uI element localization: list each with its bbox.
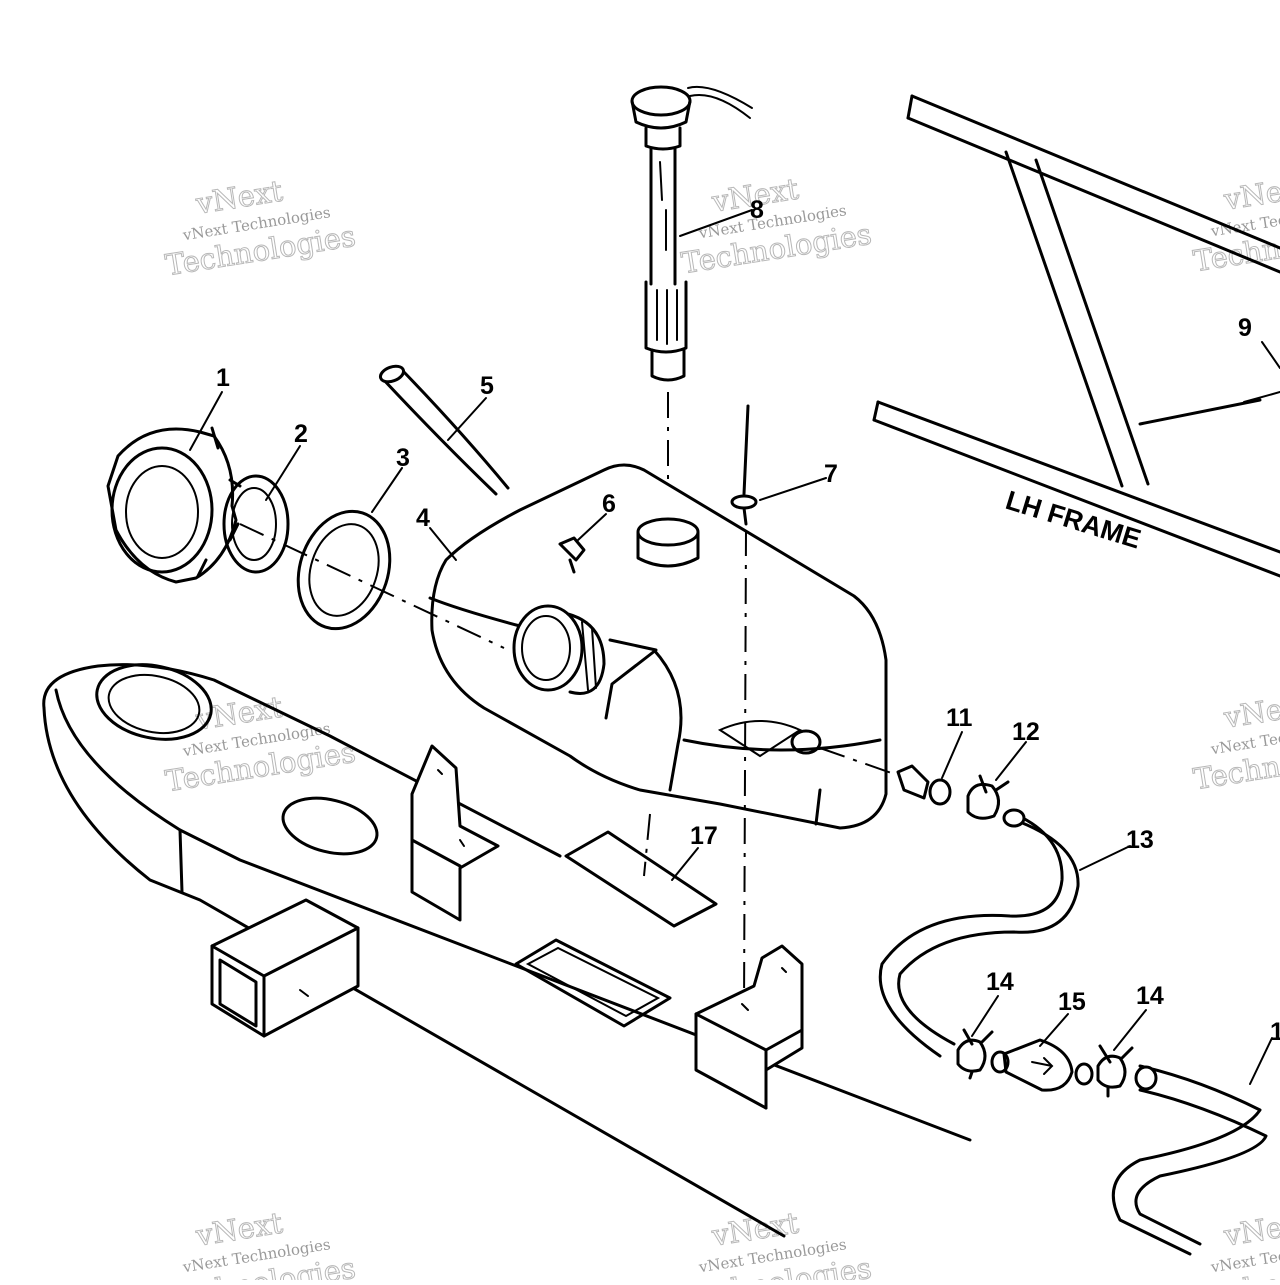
callout-3: 3 <box>396 444 410 472</box>
callout-7: 7 <box>824 460 838 488</box>
vent-fitting <box>558 536 586 574</box>
callout-12: 12 <box>1012 718 1040 746</box>
tank-pad <box>564 813 718 928</box>
fuel-cap-seal <box>222 474 290 574</box>
callout-14-right: 14 <box>1136 982 1164 1010</box>
callout-15: 15 <box>1058 988 1086 1016</box>
callout-14-left: 14 <box>986 968 1014 996</box>
callout-16-partial: 1 <box>1270 1018 1280 1046</box>
hose-clamp-14-right <box>1096 1044 1134 1098</box>
outlet-fitting-11 <box>819 747 952 806</box>
watermark-line1: vNext <box>1221 1206 1280 1253</box>
callout-17: 17 <box>690 822 718 850</box>
fuel-gauge-sender <box>630 85 753 516</box>
callout-9: 9 <box>1238 314 1252 342</box>
hose-clamp-12 <box>966 774 1010 820</box>
callout-8: 8 <box>750 196 764 224</box>
callout-2: 2 <box>294 420 308 448</box>
mounting-rod <box>730 404 758 1011</box>
callout-5: 5 <box>480 372 494 400</box>
hose-clamp-14-left <box>956 1028 994 1080</box>
callout-4: 4 <box>416 504 430 532</box>
watermark-line1: vNext <box>1221 170 1280 217</box>
fuel-cap <box>106 426 242 584</box>
fuel-hose <box>878 808 1080 1058</box>
fuel-hose-16 <box>1111 1064 1268 1256</box>
callout-13: 13 <box>1126 826 1154 854</box>
lh-frame <box>872 94 1280 578</box>
callout-11: 11 <box>946 704 973 732</box>
callout-6: 6 <box>602 490 616 518</box>
callout-1: 1 <box>216 364 230 392</box>
chassis-frame <box>42 663 972 1238</box>
fuel-tank <box>428 463 888 830</box>
watermark-line1: vNext <box>1221 688 1280 735</box>
leader-lines <box>189 209 1280 1085</box>
gasket <box>296 509 392 631</box>
fuel-filter <box>990 1038 1094 1092</box>
